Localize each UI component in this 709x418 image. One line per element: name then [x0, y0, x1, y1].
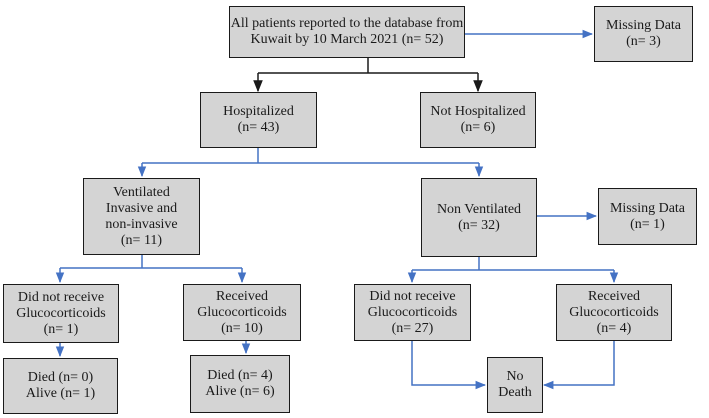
vent-gc-line1: Received — [215, 288, 269, 304]
nonvent-gc-line3: (n= 4) — [596, 320, 632, 336]
nonvent-no-gc-line2: Glucocorticoids — [367, 304, 458, 320]
ventilated-line2: Invasive and — [105, 200, 178, 216]
ventilated-line1: Ventilated — [113, 184, 170, 200]
nonvent-glucocorticoids-box: Received Glucocorticoids (n= 4) — [556, 284, 672, 341]
vent-glucocorticoids-box: Received Glucocorticoids (n= 10) — [183, 284, 301, 341]
arrow-split-hospitalization — [253, 58, 483, 93]
non-ventilated-line2: (n= 32) — [458, 217, 500, 233]
vent-gc-line2: Glucocorticoids — [197, 304, 287, 320]
arrow-split-nonvent-gc — [407, 257, 619, 284]
nonvent-no-gc-line1: Did not receive — [369, 288, 456, 304]
hospitalized-line2: (n= 43) — [237, 120, 280, 135]
nonvent-no-glucocorticoids-box: Did not receive Glucocorticoids (n= 27) — [354, 284, 471, 341]
no-death-line2: Death — [498, 385, 532, 400]
vent-no-gc-outcome-box: Died (n= 0) Alive (n= 1) — [3, 358, 118, 414]
not-hospitalized-box: Not Hospitalized (n= 6) — [420, 92, 536, 148]
missing-top-line2: (n= 3) — [626, 34, 661, 49]
nonvent-gc-line1: Received — [587, 288, 641, 304]
vent-gc-outcome-line1: Died (n= 4) — [207, 368, 273, 383]
vent-no-gc-line1: Did not receive — [17, 289, 105, 305]
hospitalized-box: Hospitalized (n= 43) — [200, 92, 317, 148]
no-death-box: No Death — [487, 357, 543, 413]
arrow-split-vent-gc — [55, 255, 247, 284]
vent-no-glucocorticoids-box: Did not receive Glucocorticoids (n= 1) — [3, 284, 119, 343]
nonvent-no-gc-line3: (n= 27) — [391, 320, 434, 336]
all-patients-line1: All patients reported to the database fr… — [230, 16, 464, 31]
ventilated-line3: non-invasive — [105, 216, 178, 232]
all-patients-box: All patients reported to the database fr… — [229, 6, 465, 58]
not-hospitalized-line1: Not Hospitalized — [430, 104, 526, 119]
nonvent-gc-line2: Glucocorticoids — [569, 304, 659, 320]
vent-no-gc-outcome-line1: Died (n= 0) — [27, 370, 94, 385]
non-ventilated-line1: Non Ventilated — [436, 201, 522, 217]
arrow-split-ventilation — [137, 148, 484, 178]
hospitalized-line1: Hospitalized — [223, 104, 294, 119]
non-ventilated-box: Non Ventilated (n= 32) — [421, 178, 537, 257]
no-death-line1: No — [506, 369, 524, 384]
not-hospitalized-line2: (n= 6) — [460, 120, 496, 135]
missing-data-mid-box: Missing Data (n= 1) — [598, 188, 697, 245]
missing-data-top-box: Missing Data (n= 3) — [594, 6, 693, 62]
vent-no-gc-line2: Glucocorticoids — [16, 305, 106, 321]
arrow-to-no-death — [411, 341, 615, 390]
vent-no-gc-line3: (n= 1) — [43, 321, 79, 337]
ventilated-box: Ventilated Invasive and non-invasive (n=… — [83, 178, 200, 255]
vent-gc-outcome-line2: Alive (n= 6) — [205, 384, 275, 399]
ventilated-line4: (n= 11) — [120, 232, 163, 248]
all-patients-line2: Kuwait by 10 March 2021 (n= 52) — [250, 32, 444, 47]
vent-gc-outcome-box: Died (n= 4) Alive (n= 6) — [190, 355, 290, 413]
vent-no-gc-outcome-line2: Alive (n= 1) — [25, 386, 96, 401]
missing-top-line1: Missing Data — [605, 18, 682, 33]
vent-gc-line3: (n= 10) — [221, 320, 263, 336]
missing-mid-line1: Missing Data — [609, 200, 686, 216]
missing-mid-line2: (n= 1) — [630, 216, 665, 232]
